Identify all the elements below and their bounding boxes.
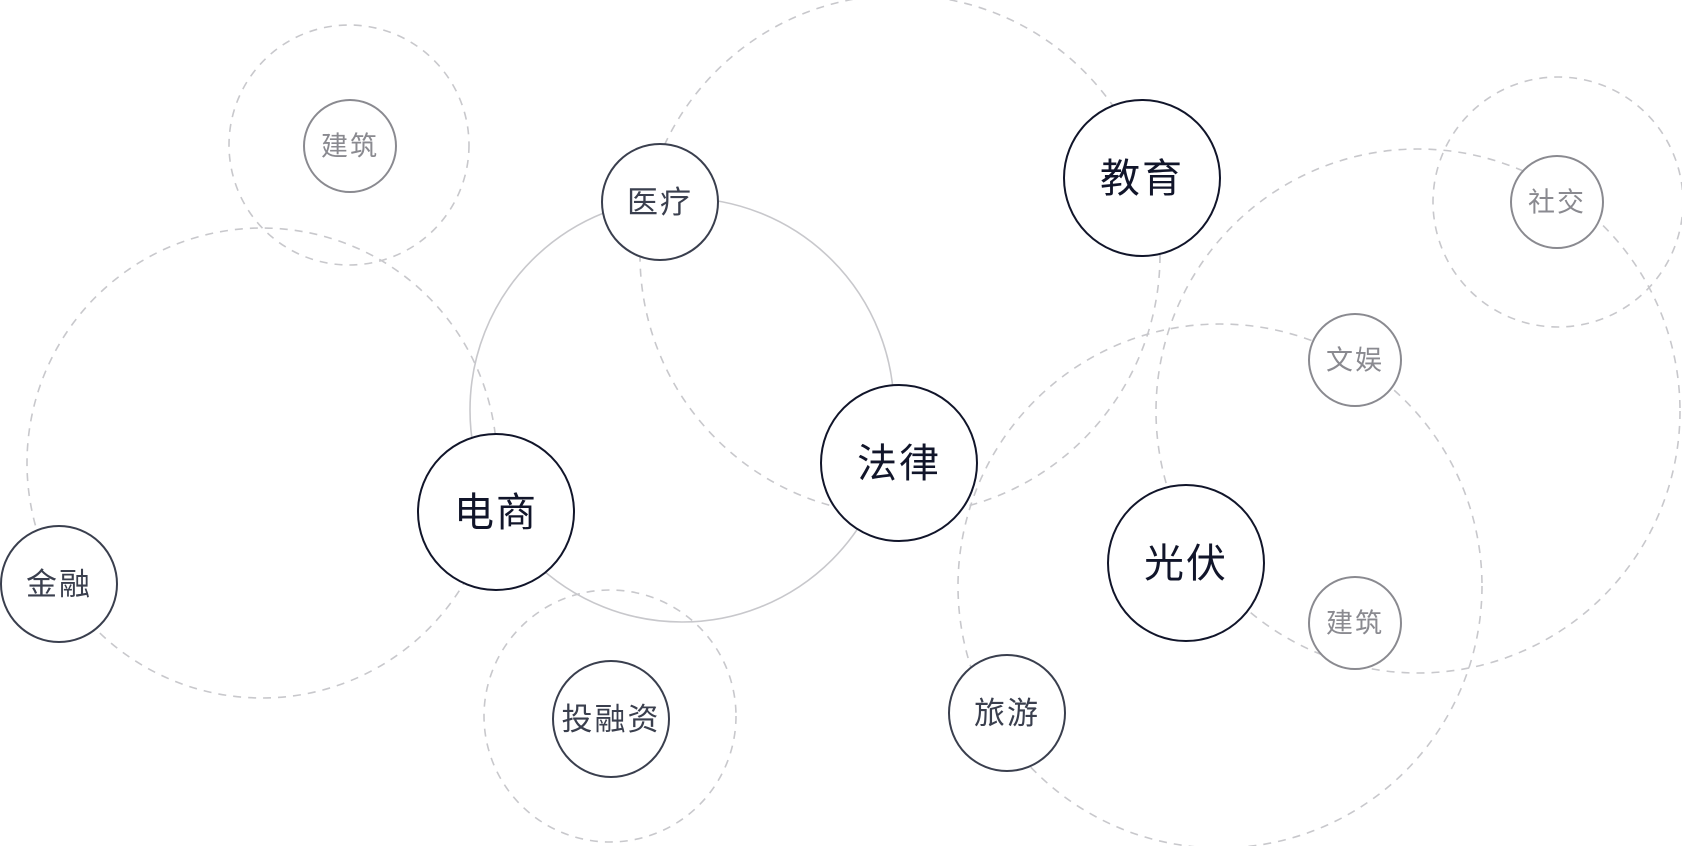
node-construction-top-circle: [303, 99, 397, 193]
node-construction-right-label: 建筑: [1326, 609, 1384, 640]
node-construction-top-label: 建筑: [321, 132, 379, 163]
node-entertainment-label: 文娱: [1326, 346, 1384, 377]
node-education-circle: [1063, 99, 1221, 257]
node-construction-right-circle: [1308, 576, 1402, 670]
node-social-label: 社交: [1528, 188, 1586, 219]
node-finance-label: 金融: [26, 567, 92, 603]
ring-construction-top: [228, 24, 470, 266]
node-social: 社交: [1510, 155, 1604, 249]
node-entertainment: 文娱: [1308, 313, 1402, 407]
industry-nodes: 电商法律教育光伏医疗金融投融资旅游建筑建筑文娱社交: [0, 99, 1604, 778]
node-ecommerce-label: 电商: [454, 490, 538, 536]
node-tourism-circle: [948, 654, 1066, 772]
node-entertainment-circle: [1308, 313, 1402, 407]
node-investment: 投融资: [552, 660, 670, 778]
node-social-circle: [1510, 155, 1604, 249]
node-education: 教育: [1063, 99, 1221, 257]
ring-entertainment-tourism: [957, 323, 1483, 846]
node-investment-circle: [552, 660, 670, 778]
node-tourism: 旅游: [948, 654, 1066, 772]
ring-photovoltaic-construction: [1155, 148, 1681, 674]
node-medical: 医疗: [601, 143, 719, 261]
node-photovoltaic-label: 光伏: [1144, 541, 1228, 587]
ring-investment: [483, 589, 737, 843]
node-construction-top: 建筑: [303, 99, 397, 193]
node-tourism-label: 旅游: [974, 696, 1040, 732]
node-law-circle: [820, 384, 978, 542]
node-investment-label: 投融资: [562, 702, 661, 738]
node-construction-right: 建筑: [1308, 576, 1402, 670]
node-photovoltaic-circle: [1107, 484, 1265, 642]
node-ecommerce-circle: [417, 433, 575, 591]
node-photovoltaic: 光伏: [1107, 484, 1265, 642]
node-ecommerce: 电商: [417, 433, 575, 591]
node-finance: 金融: [0, 525, 118, 643]
node-medical-label: 医疗: [627, 185, 693, 221]
node-medical-circle: [601, 143, 719, 261]
node-law-label: 法律: [857, 441, 941, 487]
node-education-label: 教育: [1100, 156, 1184, 202]
node-finance-circle: [0, 525, 118, 643]
node-law: 法律: [820, 384, 978, 542]
ring-social: [1432, 76, 1682, 328]
